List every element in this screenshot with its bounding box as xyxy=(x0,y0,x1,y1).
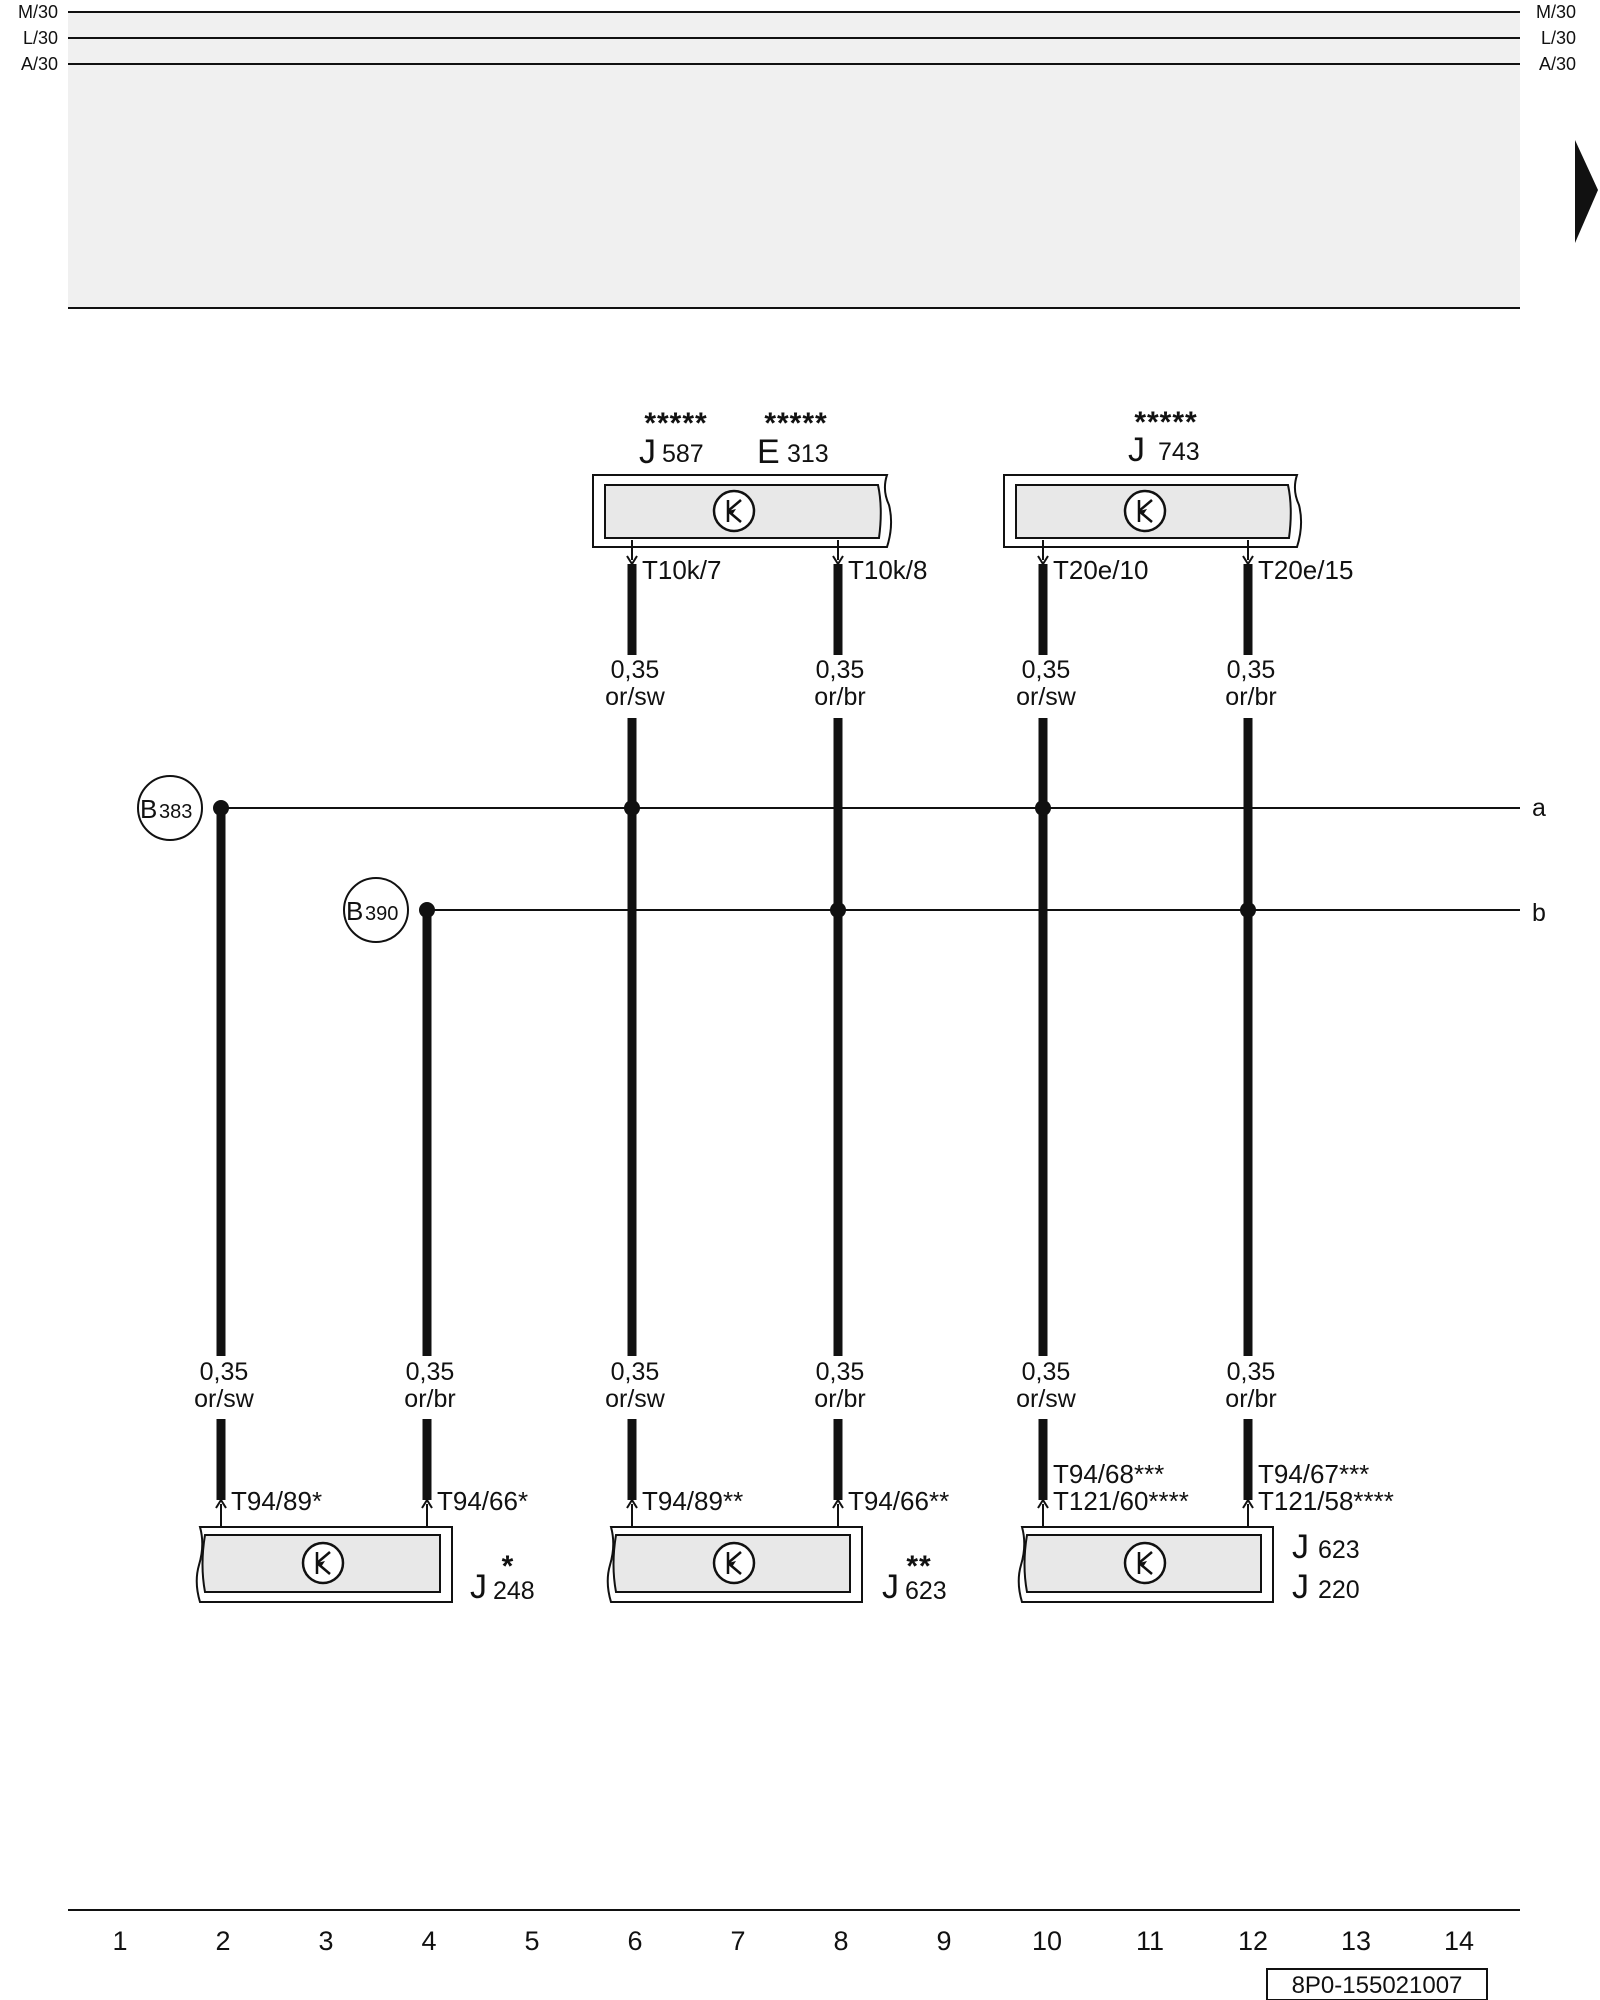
wire-color-label: or/sw xyxy=(1016,683,1077,711)
ground-letter-b390: B xyxy=(346,896,363,926)
wire-size-label: 0,35 xyxy=(406,1358,455,1386)
pin-label-t10k-8: T10k/8 xyxy=(848,555,928,585)
wire-size-label: 0,35 xyxy=(1022,1358,1071,1386)
wire-color-label: or/br xyxy=(404,1385,455,1413)
ground-letter-b383: B xyxy=(140,794,157,824)
wire-color-label: or/br xyxy=(1225,1385,1276,1413)
component-letter-j587: J xyxy=(639,433,656,471)
wire-size-label: 0,35 xyxy=(816,1358,865,1386)
pin-label-t20e-10: T20e/10 xyxy=(1053,555,1148,585)
wire-color-label: or/sw xyxy=(605,1385,666,1413)
transistor-icon xyxy=(712,489,756,533)
component-number-j248: 248 xyxy=(493,1577,535,1605)
ground-point-b383 xyxy=(137,775,203,841)
column-number: 4 xyxy=(421,1926,436,1956)
wire-size-label: 0,35 xyxy=(816,656,865,684)
junction-dots xyxy=(213,800,1256,918)
column-number: 7 xyxy=(730,1926,745,1956)
component-stars-j743: ***** xyxy=(1134,406,1197,439)
wire-color-label: or/sw xyxy=(605,683,666,711)
transistor-icon xyxy=(712,1541,756,1585)
wire-size-label: 0,35 xyxy=(200,1358,249,1386)
rail-label-right-a30: A/30 xyxy=(1539,54,1576,74)
component-stars-j623: ** xyxy=(906,1550,931,1583)
pin-label-t20e-15: T20e/15 xyxy=(1258,555,1353,585)
rail-label-left-l30: L/30 xyxy=(23,28,58,48)
pin-label-t94-89: T94/89** xyxy=(642,1486,743,1516)
column-number: 13 xyxy=(1341,1926,1371,1956)
component-number-j743: 743 xyxy=(1158,438,1200,466)
transistor-icon xyxy=(1123,489,1167,533)
rail-label-right-l30: L/30 xyxy=(1541,28,1576,48)
rail-label-left-a30: A/30 xyxy=(21,54,58,74)
column-number: 11 xyxy=(1136,1926,1164,1956)
bus-end-label-b: b xyxy=(1532,899,1546,927)
wire-color-label: or/br xyxy=(814,1385,865,1413)
column-number: 2 xyxy=(215,1926,230,1956)
column-number: 3 xyxy=(318,1926,333,1956)
component-letter-j623: J xyxy=(1292,1528,1309,1566)
pin-label-t94-66: T94/66** xyxy=(848,1486,949,1516)
column-number: 14 xyxy=(1444,1926,1474,1956)
component-stars-e313: ***** xyxy=(764,407,827,440)
wires xyxy=(216,564,1253,1500)
reference-code: 8P0-155021007 xyxy=(1292,1972,1463,1999)
ground-number-b383: 383 xyxy=(159,801,192,823)
component-letter-e313: E xyxy=(757,433,780,471)
junction-dot xyxy=(1035,800,1051,816)
wire-color-label: or/sw xyxy=(1016,1385,1077,1413)
column-number: 5 xyxy=(524,1926,539,1956)
component-number-j587: 587 xyxy=(662,440,704,468)
component-number-j623: 623 xyxy=(1318,1536,1360,1564)
pin-label-t121-60: T121/60**** xyxy=(1053,1486,1189,1516)
component-stars-j248: * xyxy=(502,1550,515,1583)
rail-label-right-m30: M/30 xyxy=(1536,2,1576,22)
wire-color-label: or/br xyxy=(814,683,865,711)
component-number-e313: 313 xyxy=(787,440,829,468)
wire-color-label: or/br xyxy=(1225,683,1276,711)
column-number: 9 xyxy=(936,1926,951,1956)
component-letter-j248: J xyxy=(470,1568,487,1606)
column-number: 6 xyxy=(627,1926,642,1956)
component-number-j220: 220 xyxy=(1318,1576,1360,1604)
wire-size-label: 0,35 xyxy=(1227,1358,1276,1386)
wire-color-label: or/sw xyxy=(194,1385,255,1413)
column-number: 8 xyxy=(833,1926,848,1956)
component-letter-j743: J xyxy=(1128,431,1145,469)
pin-label-t121-58: T121/58**** xyxy=(1258,1486,1394,1516)
junction-dot xyxy=(624,800,640,816)
bus-end-label-a: a xyxy=(1532,794,1546,822)
reference-code-box xyxy=(1266,1968,1488,2000)
ground-number-b390: 390 xyxy=(365,903,398,925)
transistor-icon xyxy=(301,1541,345,1585)
junction-dot xyxy=(419,902,435,918)
rail-label-left-m30: M/30 xyxy=(18,2,58,22)
pin-label-t94-68: T94/68*** xyxy=(1053,1459,1164,1489)
pin-label-t94-89: T94/89* xyxy=(231,1486,322,1516)
component-number-j623: 623 xyxy=(905,1577,947,1605)
wire-size-label: 0,35 xyxy=(1227,656,1276,684)
column-number: 12 xyxy=(1238,1926,1268,1956)
column-number: 1 xyxy=(112,1926,127,1956)
wire-size-label: 0,35 xyxy=(611,1358,660,1386)
junction-dot xyxy=(830,902,846,918)
component-stars-j587: ***** xyxy=(644,407,707,440)
next-page-arrow-icon[interactable] xyxy=(1575,140,1598,243)
ground-point-b390 xyxy=(343,877,409,943)
junction-dot xyxy=(1240,902,1256,918)
component-letter-j623: J xyxy=(882,1568,899,1606)
column-number: 10 xyxy=(1032,1926,1062,1956)
component-letter-j220: J xyxy=(1292,1568,1309,1606)
rail-band xyxy=(68,12,1520,308)
pin-label-t94-67: T94/67*** xyxy=(1258,1459,1369,1489)
column-numbers: 1 2 3 4 5 6 7 8 9 10 11 12 13 14 xyxy=(112,1926,1474,1956)
pin-label-t10k-7: T10k/7 xyxy=(642,555,722,585)
transistor-icon xyxy=(1123,1541,1167,1585)
junction-dot xyxy=(213,800,229,816)
pin-label-t94-66: T94/66* xyxy=(437,1486,528,1516)
wire-size-label: 0,35 xyxy=(1022,656,1071,684)
wire-size-label: 0,35 xyxy=(611,656,660,684)
